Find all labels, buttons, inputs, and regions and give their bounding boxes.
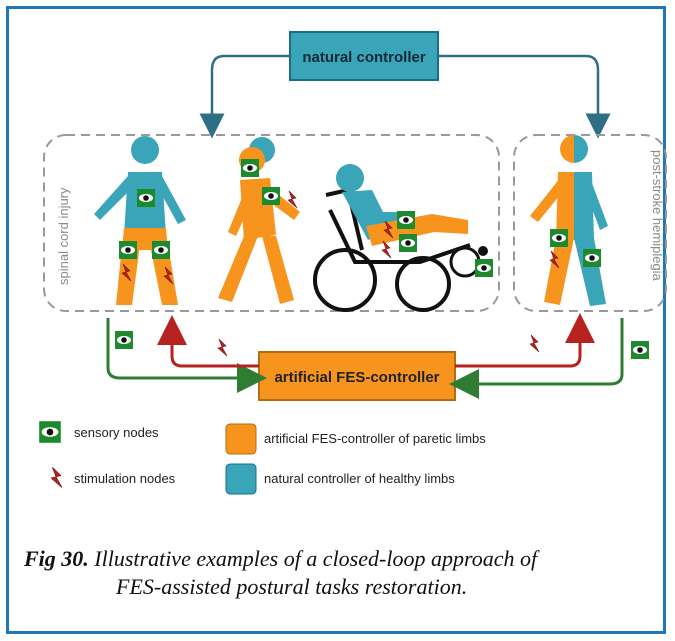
figure-frame xyxy=(6,6,666,634)
artificial-controller-label: artificial FES-controller xyxy=(274,369,439,386)
stimulation-bolt-icon xyxy=(217,338,228,357)
sensor-feedback-arrow-right xyxy=(449,318,624,399)
natural-controller-label: natural controller xyxy=(302,49,426,66)
natural-controller-box: natural controller xyxy=(289,31,439,81)
sensor-eye-icon xyxy=(583,249,601,267)
legend-stimulation-bolt-icon xyxy=(50,466,63,488)
artificial-fes-controller-box: artificial FES-controller xyxy=(258,351,456,401)
stimulation-arrow-right xyxy=(455,313,595,368)
caption-line-1: Illustrative examples of a closed-loop a… xyxy=(94,546,538,571)
caption-line-2: FES-assisted postural tasks restoration. xyxy=(116,574,468,599)
sensor-eye-icon xyxy=(119,241,137,259)
legend-stimulation-label: stimulation nodes xyxy=(74,471,176,486)
legend-artificial-swatch xyxy=(225,423,257,455)
sensor-eye-icon xyxy=(399,234,417,252)
figure-hemiplegia xyxy=(530,135,608,306)
stimulation-arrow-left xyxy=(157,315,259,368)
sensor-eye-icon xyxy=(631,341,649,359)
sensor-feedback-arrow-left xyxy=(106,318,267,393)
figure-caption: Fig 30. Illustrative examples of a close… xyxy=(24,545,664,601)
arrow-to-sci-group xyxy=(199,54,290,139)
stroke-group-label: post-stroke hemiplegia xyxy=(650,150,665,282)
sci-group-label: spinal cord injury xyxy=(56,187,71,285)
sensor-eye-icon xyxy=(152,241,170,259)
legend-natural-label: natural controller of healthy limbs xyxy=(264,471,455,486)
stroke-group-box xyxy=(513,134,667,312)
sensor-eye-icon xyxy=(475,259,493,277)
sci-group-box xyxy=(43,134,500,312)
arrow-to-stroke-group xyxy=(438,54,611,139)
stimulation-bolt-icon xyxy=(381,240,392,259)
legend-artificial-label: artificial FES-controller of paretic lim… xyxy=(264,431,486,446)
legend-sensory-label: sensory nodes xyxy=(74,425,159,440)
sensor-eye-icon xyxy=(241,159,259,177)
figure-standing-sci xyxy=(94,136,186,305)
sensor-eye-icon xyxy=(137,189,155,207)
sensor-eye-icon xyxy=(397,211,415,229)
sensor-eye-icon xyxy=(550,229,568,247)
legend: sensory nodes stimulation nodes artifici… xyxy=(39,421,486,495)
stimulation-bolt-icon xyxy=(529,334,540,353)
sensor-eye-icon xyxy=(115,331,133,349)
legend-natural-swatch xyxy=(225,463,257,495)
figure-number: Fig 30. xyxy=(24,546,89,571)
legend-sensor-eye-icon xyxy=(39,421,61,443)
sensor-eye-icon xyxy=(262,187,280,205)
